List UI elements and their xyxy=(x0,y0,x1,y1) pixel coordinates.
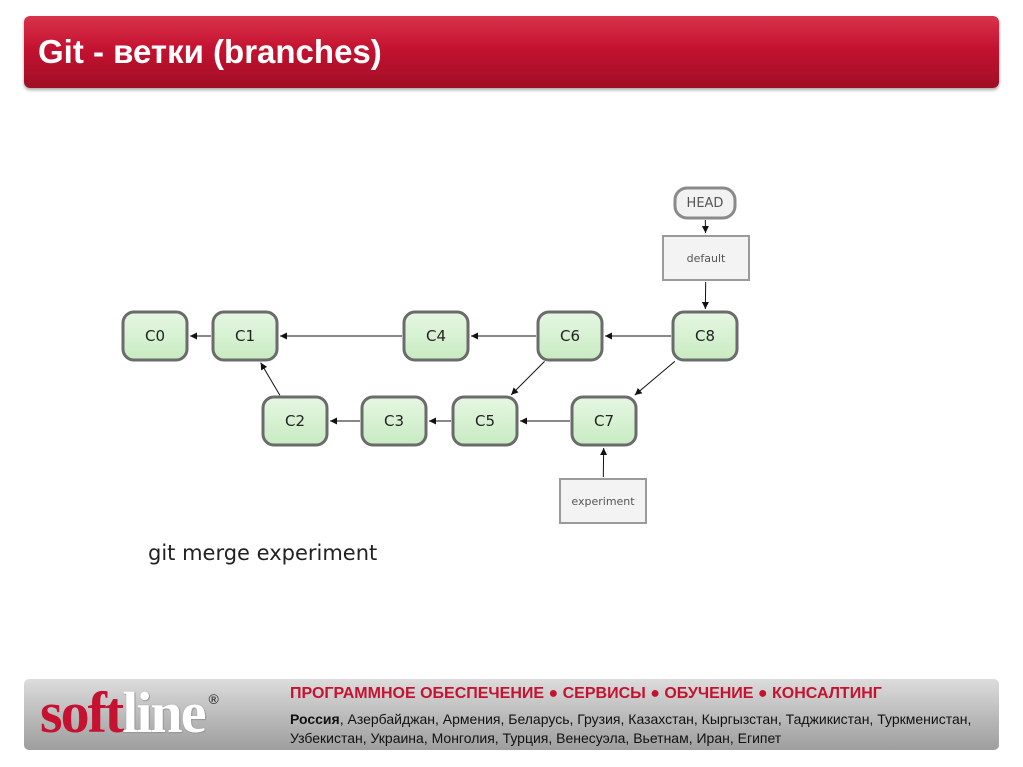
footer-tagline: ПРОГРАММНОЕ ОБЕСПЕЧЕНИЕ ● СЕРВИСЫ ● ОБУЧ… xyxy=(290,685,882,702)
node-label-experiment: experiment xyxy=(571,495,635,508)
node-box-c2 xyxy=(261,395,329,447)
node-box-c4 xyxy=(402,310,470,362)
commit-node-c6: C6 xyxy=(536,310,604,362)
commit-node-c2: C2 xyxy=(261,395,329,447)
node-box-c7 xyxy=(570,395,638,447)
node-label-c3: C3 xyxy=(384,412,404,430)
node-label-c0: C0 xyxy=(145,327,165,345)
footer-countries: Россия, Азербайджан, Армения, Беларусь, … xyxy=(290,710,980,748)
ref-node-experiment: experiment xyxy=(559,478,647,524)
node-box-head xyxy=(673,186,737,220)
edge-c8-to-c7 xyxy=(634,360,676,396)
commit-node-c8: C8 xyxy=(671,310,739,362)
logo-part-line: line xyxy=(122,680,206,745)
commit-node-c4: C4 xyxy=(402,310,470,362)
registered-mark: ® xyxy=(208,691,219,707)
country-main: Россия xyxy=(290,711,340,727)
commit-node-c3: C3 xyxy=(360,395,428,447)
node-label-default: default xyxy=(687,252,726,265)
edge-c2-to-c1 xyxy=(260,362,281,396)
commit-node-c5: C5 xyxy=(451,395,519,447)
logo-part-soft: soft xyxy=(40,680,124,745)
title-bar: Git - ветки (branches) xyxy=(24,16,999,88)
node-box-c1 xyxy=(211,310,279,362)
page-title: Git - ветки (branches) xyxy=(38,33,382,70)
countries-rest: , Азербайджан, Армения, Беларусь, Грузия… xyxy=(290,711,972,746)
softline-logo: softline® xyxy=(40,683,280,743)
commit-node-c7: C7 xyxy=(570,395,638,447)
ref-node-head: HEAD xyxy=(673,186,737,220)
node-label-c6: C6 xyxy=(560,327,580,345)
node-label-c4: C4 xyxy=(426,327,446,345)
node-box-c5 xyxy=(451,395,519,447)
ref-node-default: default xyxy=(662,235,750,281)
node-label-c2: C2 xyxy=(285,412,305,430)
node-label-head: HEAD xyxy=(687,196,724,211)
node-label-c7: C7 xyxy=(594,412,614,430)
node-box-c6 xyxy=(536,310,604,362)
edge-c6-to-c5 xyxy=(510,361,545,396)
diagram-caption: git merge experiment xyxy=(148,541,378,565)
footer-banner: softline® ПРОГРАММНОЕ ОБЕСПЕЧЕНИЕ ● СЕРВ… xyxy=(24,679,999,750)
node-box-c0 xyxy=(121,310,189,362)
node-label-c5: C5 xyxy=(475,412,495,430)
node-box-c8 xyxy=(671,310,739,362)
node-box-c3 xyxy=(360,395,428,447)
node-box-experiment xyxy=(559,478,647,524)
commit-node-c1: C1 xyxy=(211,310,279,362)
commit-node-c0: C0 xyxy=(121,310,189,362)
node-label-c1: C1 xyxy=(235,327,255,345)
node-label-c8: C8 xyxy=(695,327,715,345)
node-box-default xyxy=(662,235,750,281)
